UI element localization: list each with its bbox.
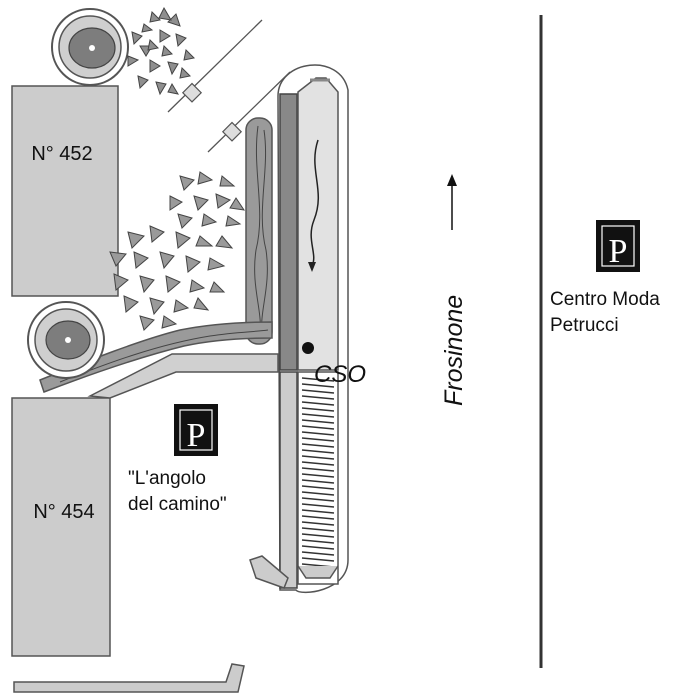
parking-symbol: P: [187, 417, 206, 454]
lane-arrow: [310, 139, 320, 267]
building-452: [11, 85, 119, 297]
building-454: [11, 397, 111, 657]
parking-left-label-line2: del camino": [128, 494, 227, 515]
parking-stripe: [301, 377, 335, 568]
tree-icon: [127, 6, 196, 96]
direction-arrow-icon: [447, 174, 457, 230]
parking-sign-icon: P: [174, 404, 218, 456]
tree-icon: [27, 301, 105, 379]
wall: [249, 555, 289, 589]
parking-left-label-line1: "L'angolo: [128, 468, 206, 489]
parking-right-label-line1: Centro Moda: [550, 289, 660, 310]
lane: [297, 77, 339, 371]
parking-sign-icon: P: [596, 220, 640, 272]
building-452-label: N° 452: [31, 143, 92, 165]
cso-label: CSO: [314, 361, 366, 388]
tree-icon: [51, 8, 129, 86]
hedge: [39, 117, 273, 393]
parking-right-label-line2: Petrucci: [550, 315, 619, 336]
parking-symbol: P: [609, 233, 628, 270]
fence-lines: [167, 19, 291, 153]
fence-post: [181, 82, 203, 103]
wall: [87, 353, 279, 399]
road-strip: [279, 93, 298, 371]
location-dot-icon: [302, 342, 314, 354]
road-label: Frosinone: [440, 295, 468, 406]
parking-hatching: [301, 377, 335, 568]
fence-post: [221, 121, 243, 142]
building-454-label: N° 454: [33, 501, 94, 523]
tree-icon: [109, 171, 246, 331]
wall: [13, 663, 245, 693]
road-strip: [279, 371, 298, 589]
